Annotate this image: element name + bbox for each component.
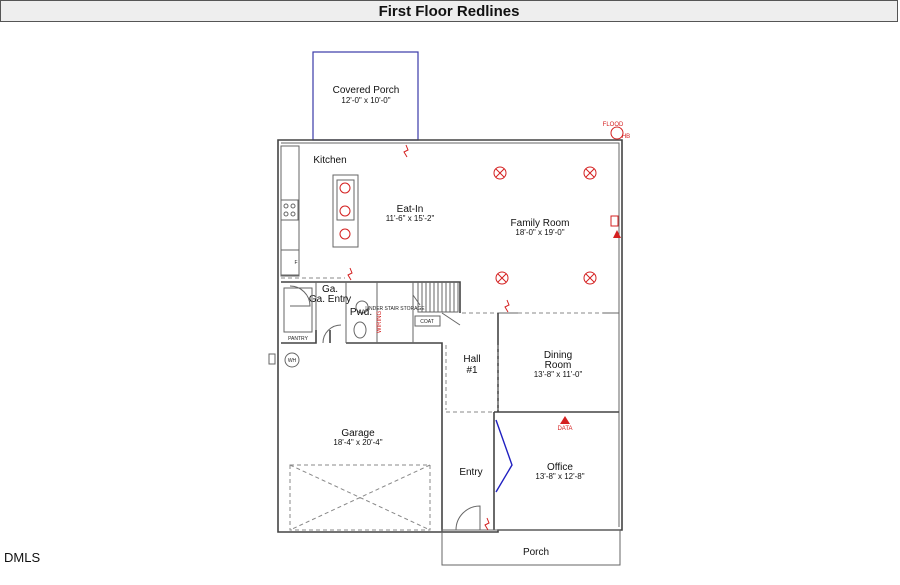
hall-number: #1 — [466, 365, 478, 376]
page-title: First Floor Redlines — [0, 0, 898, 22]
data-label: DATA — [557, 426, 572, 432]
covered-porch-dim: 12'-0" x 10'-0" — [341, 96, 390, 105]
core-wall-bottom — [281, 330, 443, 532]
pwd-toilet — [353, 321, 367, 339]
flood-label: FLOOD — [603, 122, 624, 128]
porch-label: Porch — [523, 547, 549, 558]
dining-room-label-1: Dining — [544, 350, 572, 361]
pantry-label: PANTRY — [288, 336, 308, 342]
coat-label: COAT — [420, 319, 434, 325]
range — [280, 199, 299, 221]
kitchen-counter — [280, 145, 300, 277]
ga-entry-label-1: Ga. — [322, 284, 338, 295]
exterior-inner-wall — [281, 142, 620, 527]
hall-label: Hall — [463, 354, 480, 365]
sink — [336, 179, 355, 221]
core-wall-top — [281, 281, 461, 313]
family-room-label: Family Room — [511, 218, 570, 229]
stair — [417, 282, 459, 313]
dining-room-dim: 13'-8" x 11'-0" — [534, 370, 583, 379]
eat-in-label: Eat-In — [397, 204, 424, 215]
coat-closet — [414, 315, 441, 327]
hb-label: HB — [622, 134, 630, 140]
entry-label: Entry — [459, 467, 482, 478]
office-dim: 13'-8" x 12'-8" — [535, 472, 584, 481]
pwd-sink — [355, 300, 369, 314]
pwd-label: Pwd. — [350, 307, 372, 318]
ga-entry-label: Ga. Entry — [309, 294, 351, 305]
kitchen-label: Kitchen — [313, 155, 346, 166]
kitchen-island — [332, 174, 359, 248]
wh-label: WH — [288, 358, 297, 364]
fridge — [280, 249, 300, 276]
garage-dim: 18'-4" x 20'-4" — [333, 438, 382, 447]
office-label: Office — [547, 462, 573, 473]
redline-fixtures — [339, 126, 624, 531]
front-door — [455, 505, 481, 531]
garage-label: Garage — [341, 428, 375, 439]
footer-logo: DMLS — [4, 550, 41, 565]
office-double-door — [495, 419, 513, 493]
garage-door — [289, 464, 431, 531]
dining-room-label: Room — [545, 360, 572, 371]
eat-in-dim: 11'-6" x 15'-2" — [386, 214, 435, 223]
pantry — [283, 287, 313, 333]
water-heater — [284, 352, 300, 368]
wiring-label: WIRING — [377, 311, 383, 334]
covered-porch-label: Covered Porch — [333, 85, 400, 96]
front-porch — [441, 529, 621, 566]
svg-text:F: F — [294, 260, 297, 266]
under-stair-label: UNDER STAIR STORAGE — [365, 306, 425, 312]
family-room-dim: 18'-0" x 19'-0" — [515, 228, 564, 237]
